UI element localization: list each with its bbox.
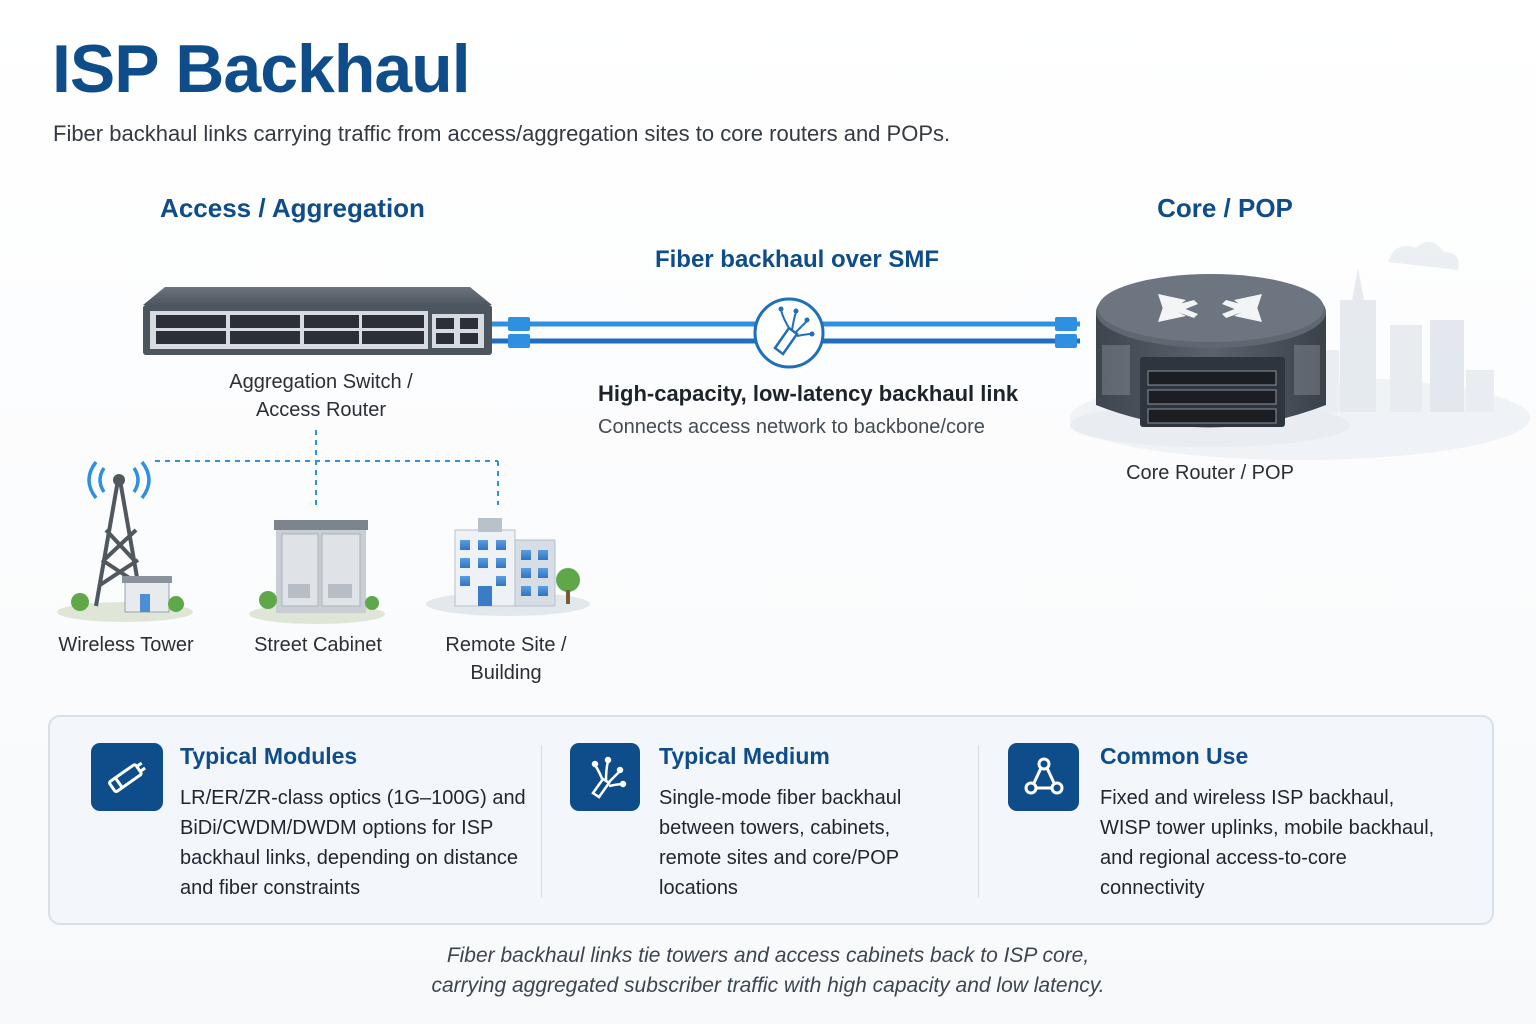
info-line: Single-mode fiber backhaul bbox=[659, 787, 902, 809]
fiber-link-title: Fiber backhaul over SMF bbox=[654, 246, 940, 273]
info-line: Fixed and wireless ISP backhaul, bbox=[1100, 787, 1395, 809]
footer-line1: Fiber backhaul links tie towers and acce… bbox=[446, 944, 1090, 967]
remote-building-icon bbox=[426, 518, 590, 616]
access-connections bbox=[155, 430, 499, 505]
info-line: between towers, cabinets, bbox=[659, 817, 891, 839]
info-line: WISP tower uplinks, mobile backhaul, bbox=[1100, 817, 1435, 839]
transceiver-icon bbox=[91, 743, 163, 811]
remote-site-label-line1: Remote Site / bbox=[445, 634, 567, 656]
info-line: BiDi/CWDM/DWDM options for ISP bbox=[180, 817, 494, 839]
info-divider bbox=[541, 745, 542, 897]
fiber-strands-icon bbox=[570, 743, 640, 811]
info-body-medium: Single-mode fiber backhaul between tower… bbox=[659, 783, 901, 903]
wireless-tower-icon bbox=[57, 460, 193, 622]
info-line: LR/ER/ZR-class optics (1G–100G) and bbox=[180, 787, 526, 809]
remote-site-label-line2: Building bbox=[470, 662, 542, 684]
fiber-link-icon bbox=[753, 297, 825, 369]
link-caption-main: High-capacity, low-latency backhaul link bbox=[598, 381, 1019, 406]
aggregation-switch-label-line2: Access Router bbox=[255, 399, 387, 421]
aggregation-switch-label: Aggregation Switch / Access Router bbox=[196, 368, 446, 424]
link-caption-sub: Connects access network to backbone/core bbox=[598, 416, 985, 438]
info-line: connectivity bbox=[1100, 877, 1205, 899]
info-title-medium: Typical Medium bbox=[659, 743, 830, 769]
access-aggregation-heading: Access / Aggregation bbox=[160, 193, 425, 223]
info-line: and fiber constraints bbox=[180, 877, 361, 899]
info-title-modules: Typical Modules bbox=[180, 743, 358, 769]
network-nodes-icon bbox=[1008, 743, 1079, 811]
info-line: backhaul links, depending on distance bbox=[180, 847, 519, 869]
aggregation-switch-label-line1: Aggregation Switch / bbox=[229, 371, 413, 393]
info-body-modules: LR/ER/ZR-class optics (1G–100G) and BiDi… bbox=[180, 783, 526, 903]
core-router-label: Core Router / POP bbox=[1126, 462, 1294, 484]
backhaul-diagram bbox=[57, 241, 1530, 624]
info-line: remote sites and core/POP bbox=[659, 847, 900, 869]
aggregation-switch-icon bbox=[143, 287, 492, 355]
remote-site-label: Remote Site / Building bbox=[416, 631, 596, 687]
info-divider bbox=[978, 745, 979, 897]
info-line: and regional access-to-core bbox=[1100, 847, 1347, 869]
core-router-icon bbox=[1070, 274, 1350, 447]
info-body-use: Fixed and wireless ISP backhaul, WISP to… bbox=[1100, 783, 1434, 903]
wireless-tower-label: Wireless Tower bbox=[58, 634, 194, 656]
page-subtitle: Fiber backhaul links carrying traffic fr… bbox=[53, 121, 951, 146]
core-pop-heading: Core / POP bbox=[1157, 193, 1293, 223]
info-title-use: Common Use bbox=[1100, 743, 1249, 769]
footer-line2: carrying aggregated subscriber traffic w… bbox=[431, 974, 1105, 997]
street-cabinet-label: Street Cabinet bbox=[254, 634, 382, 656]
info-line: locations bbox=[659, 877, 738, 899]
page-title: ISP Backhaul bbox=[52, 31, 471, 107]
footer-note: Fiber backhaul links tie towers and acce… bbox=[0, 941, 1536, 1001]
street-cabinet-icon bbox=[249, 520, 385, 624]
info-panel: Typical Modules LR/ER/ZR-class optics (1… bbox=[48, 715, 1494, 925]
